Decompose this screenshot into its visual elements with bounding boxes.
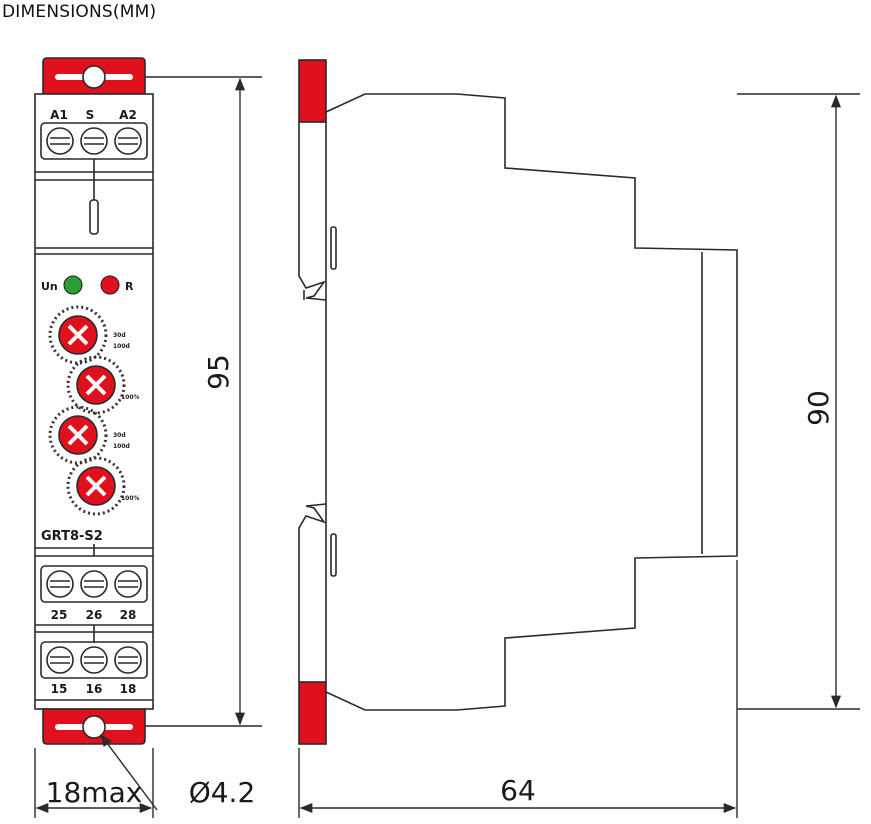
knob-scale-30d-2: 30d	[113, 432, 126, 439]
knob-scale-100d-2: 100d	[113, 443, 130, 450]
side-view	[298, 59, 738, 745]
terminal-label-18: 18	[120, 682, 137, 696]
indicator-label-un: Un	[41, 280, 58, 293]
dimension-height-side: 90	[802, 390, 835, 426]
dimension-lines	[34, 76, 860, 818]
side-top-clip	[298, 59, 327, 123]
model-label: GRT8-S2	[41, 529, 103, 544]
relay-led-red	[100, 275, 120, 295]
terminal-label-s: S	[86, 108, 95, 122]
page-title: DIMENSIONS(MM)	[2, 2, 157, 22]
dimension-width-front: 18max	[46, 776, 143, 809]
terminal-label-26: 26	[86, 608, 103, 622]
terminal-label-a2: A2	[119, 108, 137, 122]
terminal-label-a1: A1	[50, 108, 68, 122]
power-led-green	[63, 275, 83, 295]
time-knob-3[interactable]	[48, 405, 108, 465]
knob-scale-100d: 100d	[113, 343, 130, 350]
terminal-label-25: 25	[51, 608, 68, 622]
knob-scale-100pct-2: 100%	[121, 495, 140, 502]
dimension-height-front: 95	[202, 354, 235, 390]
time-knob-2[interactable]	[66, 355, 126, 415]
dimension-depth: 64	[500, 774, 536, 807]
time-knob-1[interactable]	[48, 305, 108, 365]
front-view	[34, 57, 154, 745]
side-bottom-clip	[298, 681, 327, 745]
knob-scale-30d: 30d	[113, 332, 126, 339]
terminal-label-16: 16	[86, 682, 103, 696]
terminal-label-28: 28	[120, 608, 137, 622]
time-knob-4[interactable]	[66, 456, 126, 516]
terminal-label-15: 15	[51, 682, 68, 696]
dimension-hole-diameter: Ø4.2	[189, 776, 256, 809]
indicator-label-r: R	[125, 280, 134, 293]
knob-scale-100pct: 100%	[121, 394, 140, 401]
